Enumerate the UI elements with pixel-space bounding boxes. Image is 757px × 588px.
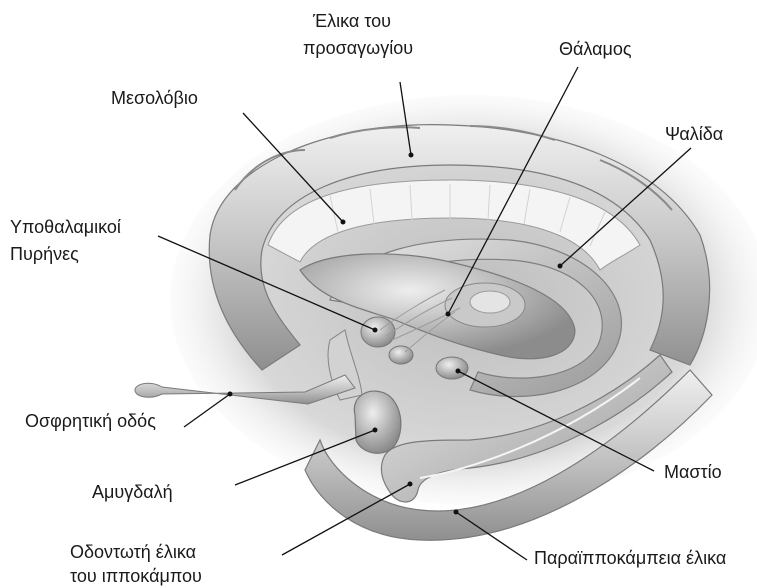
label-thalamus: Θάλαμος — [559, 39, 632, 59]
leader-thalamus-dot — [446, 312, 451, 317]
leader-corpus-callosum-dot — [341, 220, 346, 225]
label-parahippocampal: Παραϊπποκάμπεια έλικα — [534, 548, 726, 568]
label-amygdala: Αμυγδαλή — [92, 482, 173, 502]
label-mammillary: Μαστίο — [664, 462, 722, 482]
mammillary-body — [436, 357, 468, 379]
label-fornix: Ψαλίδα — [665, 124, 723, 144]
leader-parahippocampal-dot — [454, 510, 459, 515]
label-dentate-line1: Οδοντωτή έλικα — [70, 542, 196, 562]
label-cingulate-line2: προσαγωγίου — [303, 38, 413, 58]
leader-dentate-dot — [408, 482, 413, 487]
thalamus-core — [470, 291, 510, 313]
label-cingulate-line1: Έλικα του — [312, 11, 391, 31]
label-olfactory: Οσφρητική οδός — [25, 411, 156, 431]
leader-hypothalamic-dot — [373, 328, 378, 333]
amygdala — [354, 391, 401, 453]
leader-fornix-dot — [558, 264, 563, 269]
hypothalamic-nucleus-1 — [361, 317, 395, 347]
leader-mammillary-dot — [456, 369, 461, 374]
label-corpus-callosum: Μεσολόβιο — [111, 88, 198, 108]
label-hypothalamic-line1: Υποθαλαμικοί — [10, 217, 121, 237]
leader-olfactory-dot — [228, 392, 233, 397]
leader-cingulate-dot — [409, 153, 414, 158]
label-hypothalamic-line2: Πυρήνες — [10, 244, 79, 264]
leader-amygdala-dot — [373, 428, 378, 433]
label-dentate-line2: του ιπποκάμπου — [70, 566, 202, 586]
